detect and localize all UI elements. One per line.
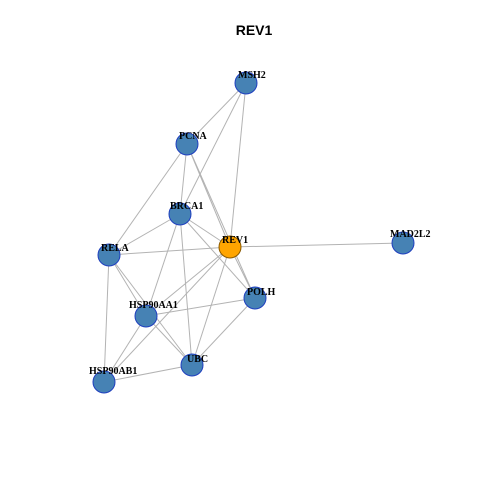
node-pcna[interactable] xyxy=(175,132,199,156)
edge-hsp90aa1-hsp90ab1 xyxy=(103,315,147,383)
node-label-hsp90ab1: HSP90AB1 xyxy=(89,366,137,377)
edge-brca1-ubc xyxy=(179,213,193,366)
edge-rev1-hsp90ab1 xyxy=(103,246,231,383)
node-label-ubc: UBC xyxy=(187,354,208,365)
node-ubc[interactable] xyxy=(180,353,204,377)
node-polh[interactable] xyxy=(243,286,267,310)
node-label-brca1: BRCA1 xyxy=(170,201,203,212)
edge-ubc-hsp90ab1 xyxy=(103,364,193,383)
node-rev1[interactable] xyxy=(218,235,242,259)
node-label-rela: RELA xyxy=(101,243,130,254)
edge-rev1-ubc xyxy=(191,246,231,366)
node-hsp90aa1[interactable] xyxy=(134,304,158,328)
nodes-group xyxy=(92,71,415,394)
node-label-rev1: REV1 xyxy=(222,235,248,246)
edge-brca1-hsp90aa1 xyxy=(145,213,181,317)
edge-rela-hsp90aa1 xyxy=(108,254,147,317)
node-label-msh2: MSH2 xyxy=(238,70,266,81)
edge-polh-ubc xyxy=(191,297,256,366)
node-label-pcna: PCNA xyxy=(179,131,208,142)
node-hsp90ab1[interactable] xyxy=(92,370,116,394)
edge-rev1-hsp90aa1 xyxy=(145,246,231,317)
node-brca1[interactable] xyxy=(168,202,192,226)
edge-rev1-rela xyxy=(108,246,231,256)
node-label-mad2l2: MAD2L2 xyxy=(390,229,431,240)
edge-pcna-brca1 xyxy=(179,143,188,215)
edge-polh-hsp90aa1 xyxy=(145,297,256,317)
diagram-title: REV1 xyxy=(236,22,273,38)
node-label-polh: POLH xyxy=(247,287,276,298)
edge-msh2-brca1 xyxy=(179,82,247,215)
node-mad2l2[interactable] xyxy=(391,231,415,255)
node-label-hsp90aa1: HSP90AA1 xyxy=(129,300,178,311)
edge-pcna-rela xyxy=(108,143,188,256)
edge-pcna-polh xyxy=(186,143,256,299)
edge-rev1-mad2l2 xyxy=(229,242,404,248)
edge-brca1-polh xyxy=(179,213,256,299)
node-msh2[interactable] xyxy=(234,71,258,95)
edge-rela-hsp90ab1 xyxy=(103,254,110,383)
edge-msh2-rev1 xyxy=(229,82,247,248)
node-rela[interactable] xyxy=(97,243,121,267)
edge-msh2-pcna xyxy=(186,82,247,145)
edge-brca1-rela xyxy=(108,213,181,256)
